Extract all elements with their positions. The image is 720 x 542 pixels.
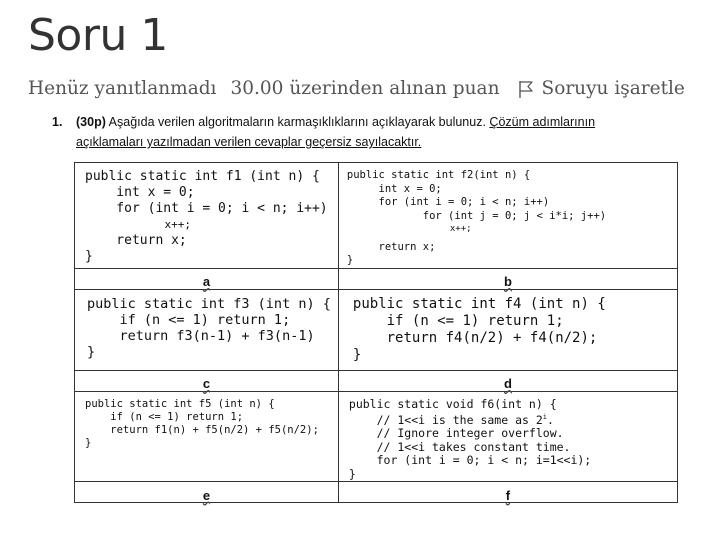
question-points: 30.00 üzerinden alınan puan <box>230 78 500 99</box>
question-warning-1: Çözüm adımlarının <box>489 115 596 129</box>
code-cell-f: public static void f6(int n) { // 1<<i i… <box>337 390 679 483</box>
flag-question-button[interactable]: Soruyu işaretle <box>514 78 685 99</box>
label-d: d <box>503 376 512 391</box>
code-cell-a: public static int f1 (int n) { int x = 0… <box>74 162 339 269</box>
label-a: a <box>202 274 211 289</box>
label-f: f <box>505 487 511 503</box>
code-f5: public static int f5 (int n) { if (n <= … <box>85 397 319 449</box>
label-cell-a: a <box>74 267 339 290</box>
code-f2: public static int f2(int n) { int x = 0;… <box>346 169 607 266</box>
code-cell-b: public static int f2(int n) { int x = 0;… <box>337 162 679 269</box>
label-b: b <box>503 274 512 289</box>
question-line-1: 1. (30p) Aşağıda verilen algoritmaların k… <box>52 112 692 132</box>
code-cell-d: public static int f4 (int n) { if (n <= … <box>337 288 679 371</box>
code-f4: public static int f4 (int n) { if (n <= … <box>352 295 606 363</box>
code-f6: public static void f6(int n) { // 1<<i i… <box>348 396 592 481</box>
code-cell-c: public static int f3 (int n) { if (n <= … <box>74 288 339 371</box>
label-cell-d: d <box>337 369 679 392</box>
label-cell-c: c <box>74 369 339 392</box>
question-line-2: açıklamaları yazılmadan verilen cevaplar… <box>52 132 692 152</box>
flag-question-label: Soruyu işaretle <box>541 78 685 99</box>
label-cell-b: b <box>337 267 679 290</box>
label-cell-e: e <box>74 481 339 504</box>
code-table: public static int f1 (int n) { int x = 0… <box>74 162 679 504</box>
question-instruction: Aşağıda verilen algoritmaların karmaşıkl… <box>108 115 486 129</box>
page-title: Soru 1 <box>28 10 168 61</box>
label-e: e <box>202 487 211 503</box>
answer-status: Henüz yanıtlanmadı <box>28 78 217 99</box>
question-number: 1. <box>52 115 63 129</box>
code-cell-e: public static int f5 (int n) { if (n <= … <box>74 390 339 483</box>
question-weight: (30p) <box>76 115 106 129</box>
question-info-bar: Henüz yanıtlanmadı 30.00 üzerinden alına… <box>28 78 685 99</box>
code-f3: public static int f3 (int n) { if (n <= … <box>87 295 331 360</box>
question-text: 1. (30p) Aşağıda verilen algoritmaların k… <box>52 112 692 152</box>
code-f1: public static int f1 (int n) { int x = 0… <box>85 169 328 264</box>
label-cell-f: f <box>337 481 679 504</box>
question-warning-2: açıklamaları yazılmadan verilen cevaplar… <box>76 135 422 149</box>
flag-icon <box>518 80 533 98</box>
label-c: c <box>202 376 211 391</box>
